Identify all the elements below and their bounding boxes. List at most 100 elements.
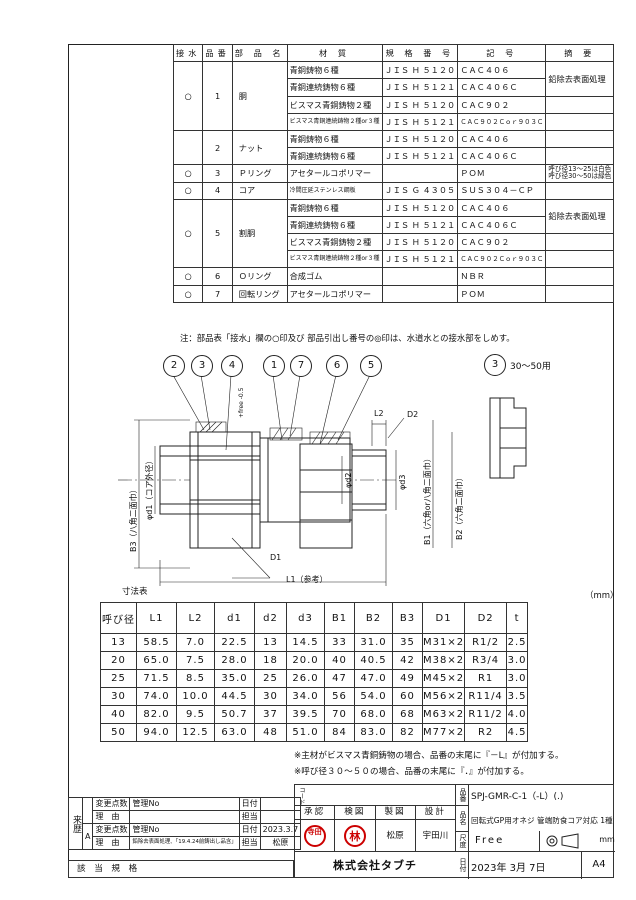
label-d3: φd3: [398, 474, 407, 490]
part-number: 4: [202, 181, 233, 200]
symbol: ＣＡＣ４０６Ｃ: [457, 78, 547, 97]
label-L2: L2: [374, 409, 384, 418]
dims-cell: 10.0: [176, 687, 215, 706]
dims-cell: 60: [392, 687, 423, 706]
revision-row: 理 由鉛除去表面処理、「19.4.24前鋳出し品含」担当松原: [69, 836, 302, 850]
footnote-2: ※呼び径３０～５０の場合、品番の末尾に『．』が付加する。: [294, 767, 529, 777]
part-no-label: 品番: [456, 785, 469, 806]
dims-cell: 54.0: [354, 687, 393, 706]
dims-cell: 33: [324, 633, 355, 652]
dims-cell: 12.5: [176, 723, 215, 742]
dims-header-10: D2: [464, 602, 508, 634]
dims-cell: 8.5: [176, 669, 215, 688]
dims-cell: 68: [392, 705, 423, 724]
scale-value: Free: [475, 835, 505, 846]
dims-cell: 14.5: [286, 633, 325, 652]
dims-cell: 40.5: [354, 651, 393, 670]
dims-cell: 35.0: [214, 669, 255, 688]
dims-cell: 56: [324, 687, 355, 706]
footnotes: ※主材がビスマス青銅鋳物の場合、品番の末尾に『－L』が付加する。 ※呼び径３０～…: [294, 748, 564, 780]
dims-cell: 30: [100, 687, 137, 706]
dims-cell: R11/4: [464, 687, 508, 706]
dims-cell: M77×2: [421, 723, 466, 742]
dims-cell: 74.0: [136, 687, 177, 706]
dims-cell: 82.0: [136, 705, 177, 724]
dims-cell: 39.5: [286, 705, 325, 724]
dims-cell: M38×2: [421, 651, 466, 670]
dims-cell: R1: [464, 669, 508, 688]
dims-cell: M63×2: [421, 705, 466, 724]
dims-cell: 13: [100, 633, 137, 652]
material: アセタールコポリマー: [286, 284, 383, 303]
dims-header-11: t: [506, 602, 528, 634]
check-stamp: 林: [343, 825, 366, 847]
remark: [545, 284, 615, 303]
dims-cell: R3/4: [464, 651, 508, 670]
dims-header-4: d2: [254, 602, 287, 634]
part-no: SPJ-GMR-C-1（-L）(.): [471, 792, 564, 802]
fitting-drawing: [118, 374, 527, 586]
dims-cell: 82: [392, 723, 423, 742]
dims-cell: 40: [324, 651, 355, 670]
dims-cell: 20: [100, 651, 137, 670]
name-label: 品名: [456, 805, 469, 832]
dims-cell: R11/2: [464, 705, 508, 724]
revision-field-label-2: 担当: [238, 810, 261, 824]
revision-field-value: 管理No: [129, 797, 240, 811]
water-contact-mark: ○: [172, 198, 204, 269]
revision-field-label: 変更点数: [92, 823, 131, 837]
dims-cell: 3.0: [506, 651, 528, 670]
dims-cell: 94.0: [136, 723, 177, 742]
label-D2: D2: [407, 410, 419, 419]
dims-header-9: D1: [421, 602, 466, 634]
approve-stamp: 寺田: [303, 825, 326, 847]
dims-cell: 83.0: [354, 723, 393, 742]
dims-cell: 9.5: [176, 705, 215, 724]
dims-cell: 22.5: [214, 633, 255, 652]
dims-cell: 37: [254, 705, 287, 724]
revision-field-label-2: 日付: [238, 797, 261, 811]
dims-cell: 7.0: [176, 633, 215, 652]
dims-cell: R1/2: [464, 633, 508, 652]
dims-cell: M56×2: [421, 687, 466, 706]
dims-cell: 42: [392, 651, 423, 670]
part-number: 7: [202, 284, 233, 303]
dims-cell: 18: [254, 651, 287, 670]
part-name: 回転式GP用オネジ 管端防食コア対応 1種: [471, 816, 613, 825]
label-B3: B3（八角二面巾）: [129, 485, 138, 552]
dims-unit: （mm）: [585, 591, 619, 601]
dims-cell: 84: [324, 723, 355, 742]
part-balloon: 7: [290, 355, 312, 377]
label-d1: φd1（コア外径）: [145, 456, 154, 520]
part-name: 胴: [231, 61, 288, 131]
parts-header-1: 品番: [202, 43, 233, 63]
applicable-standard-label: 該 当 規 格: [77, 864, 138, 874]
dims-cell: 65.0: [136, 651, 177, 670]
part-number: 5: [202, 198, 233, 269]
revision-field-value: [129, 810, 240, 824]
company: 株式会社タブチ: [333, 859, 417, 872]
dims-cell: M45×2: [421, 669, 466, 688]
dims-cell: 20.0: [286, 651, 325, 670]
dims-cell: 34.0: [286, 687, 325, 706]
stamp-check-cell: 林: [334, 820, 374, 852]
dims-cell: 4.5: [506, 723, 528, 742]
drafter: 松原: [374, 820, 415, 852]
part-name: コア: [231, 181, 288, 200]
revision-row: 理 由担当: [69, 810, 302, 824]
revision-mark: [81, 797, 94, 824]
dims-cell: 70: [324, 705, 355, 724]
label-B2: B2（六角二面巾）: [455, 473, 464, 540]
dims-cell: 49: [392, 669, 423, 688]
dims-cell: 48: [254, 723, 287, 742]
